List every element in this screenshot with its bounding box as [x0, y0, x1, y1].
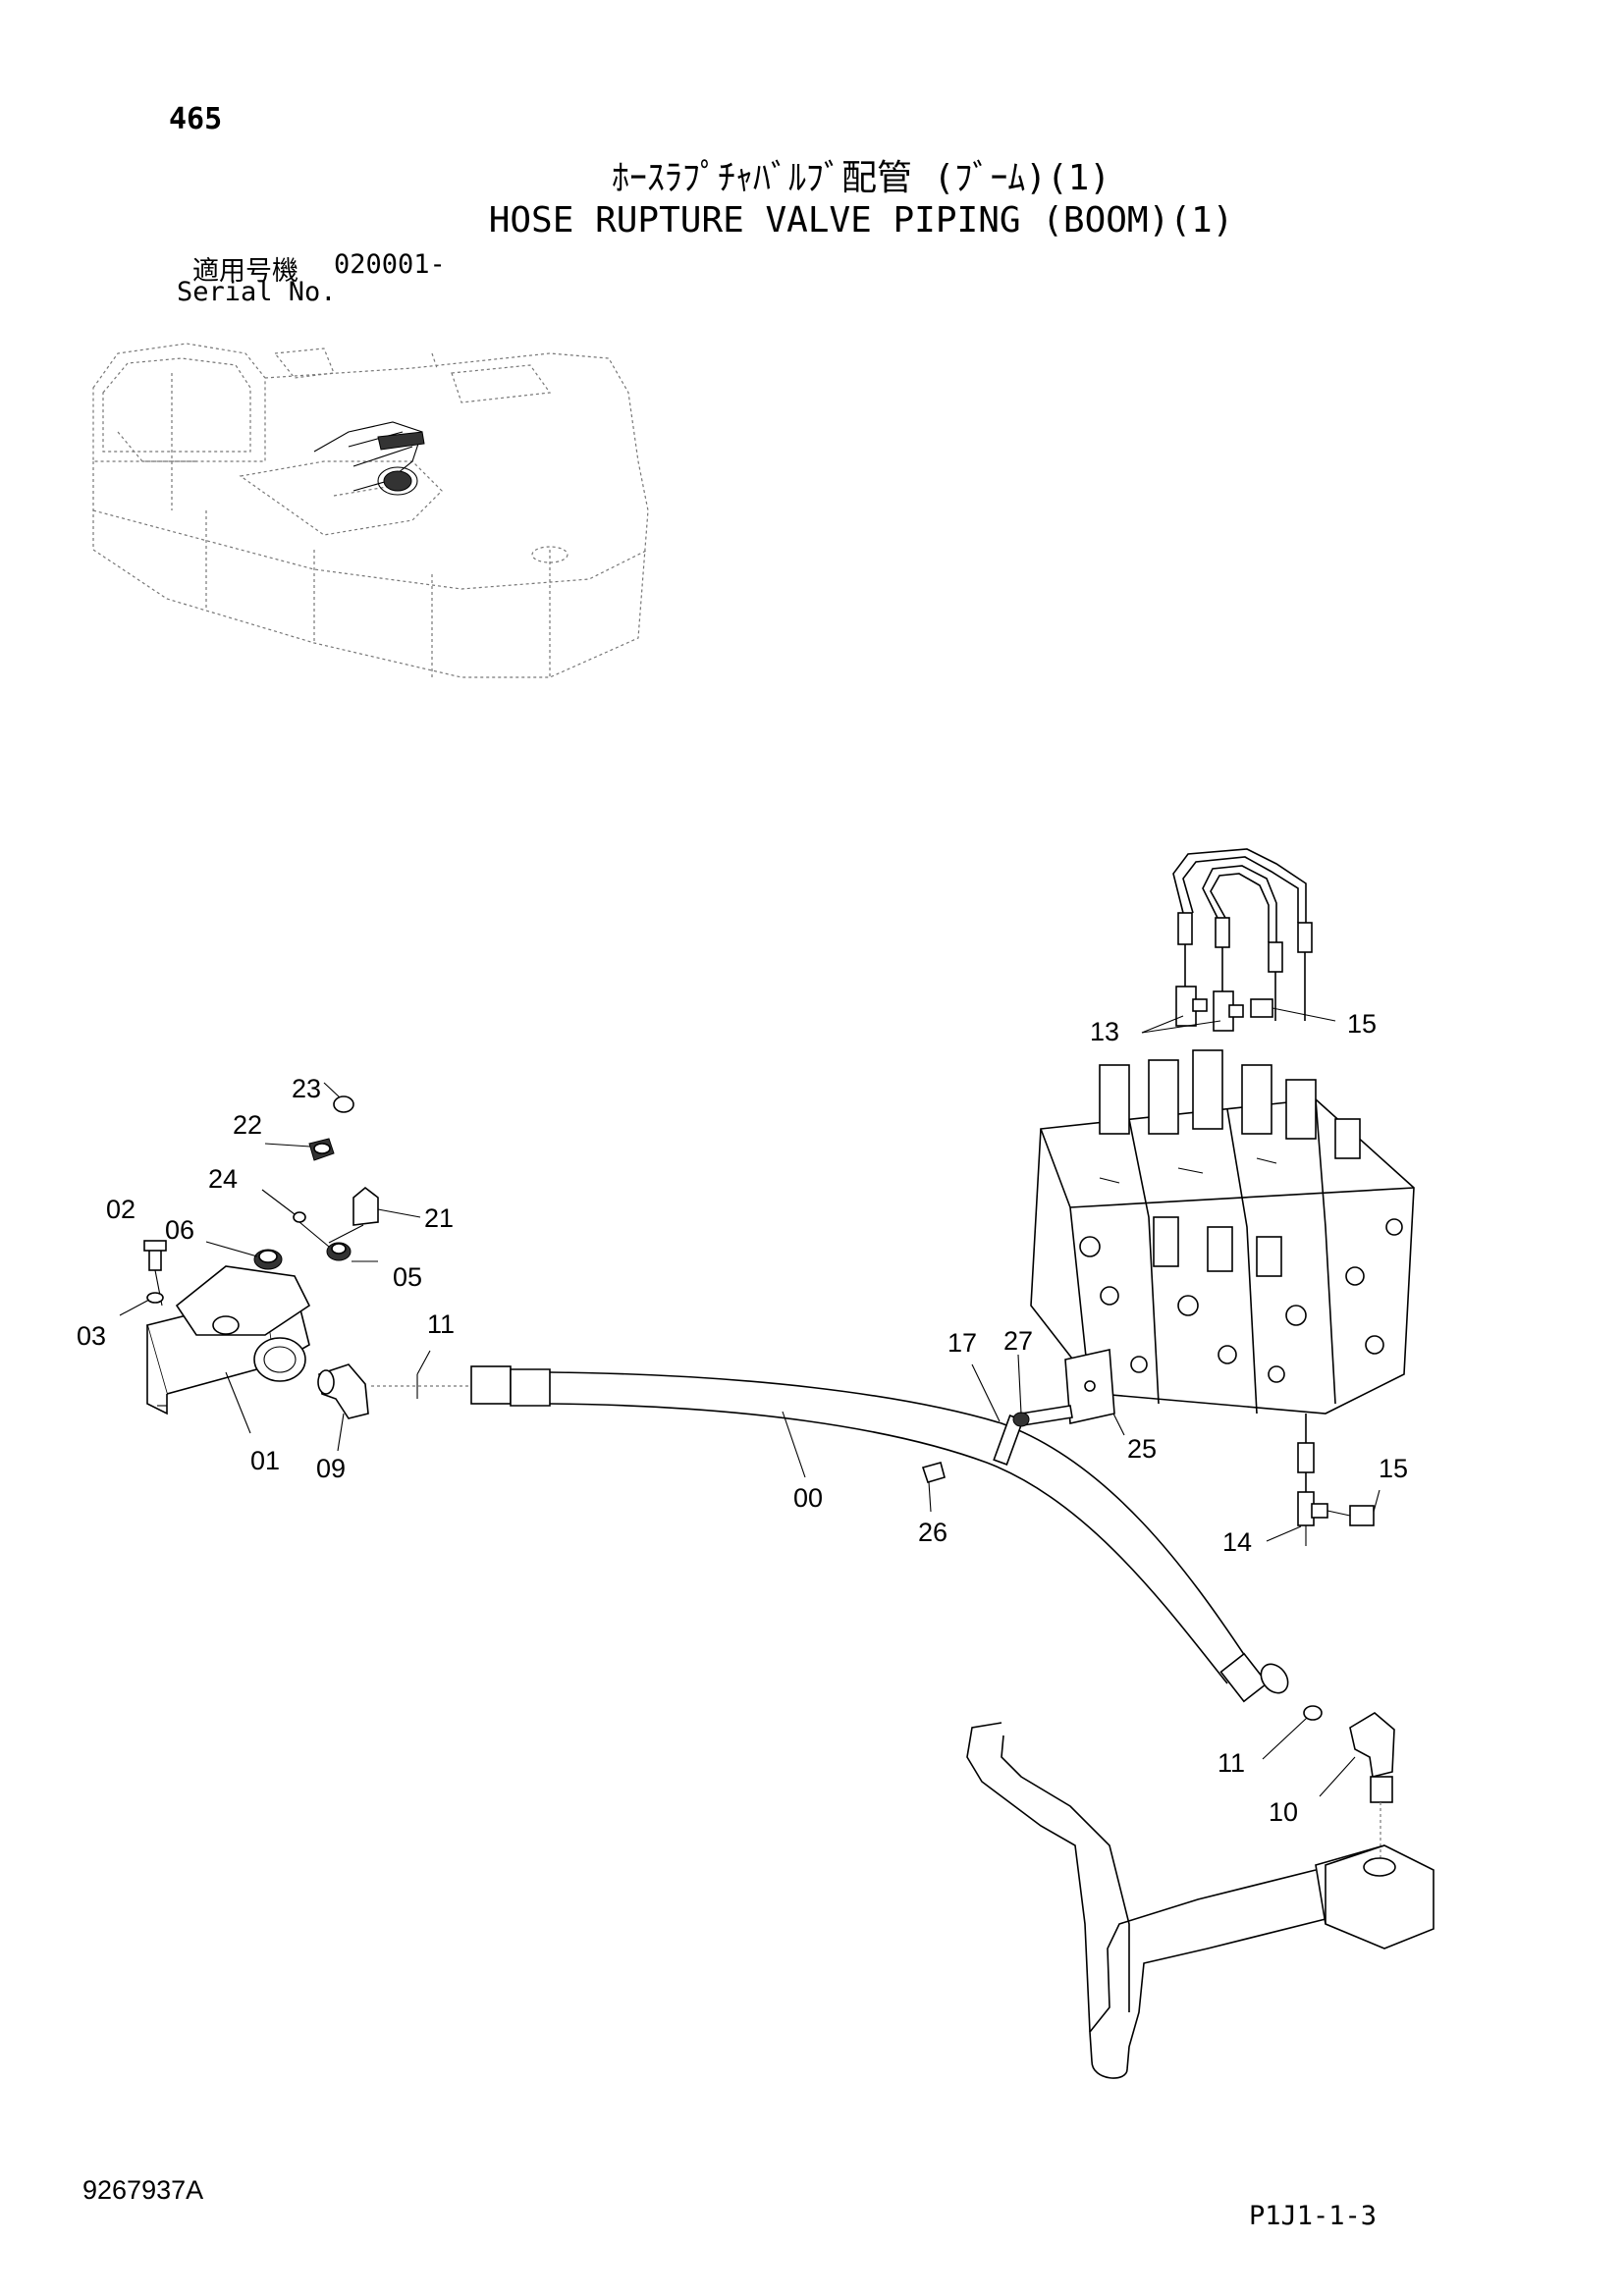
hose-and-fittings — [317, 1350, 1289, 1703]
callout-15-upper: 15 — [1347, 1009, 1377, 1039]
callout-00: 00 — [793, 1483, 823, 1513]
reference-code: P1J1-1-3 — [1249, 2201, 1378, 2231]
callout-21: 21 — [424, 1203, 454, 1233]
page-number: 465 — [169, 102, 223, 136]
callout-05: 05 — [393, 1262, 422, 1292]
callout-15-lower: 15 — [1379, 1454, 1408, 1483]
serial-label-japanese: 適用号機 — [192, 256, 298, 287]
pilot-lines — [1172, 848, 1313, 1021]
callout-13: 13 — [1090, 1017, 1119, 1046]
callout-01: 01 — [250, 1446, 280, 1475]
control-valve-assembly — [1030, 1049, 1415, 1415]
callout-labels: 00 01 02 03 05 06 09 10 11 11 13 14 15 1… — [77, 1009, 1408, 1827]
callout-10: 10 — [1269, 1797, 1298, 1827]
boom-side-fittings — [966, 1705, 1435, 2079]
callout-23: 23 — [292, 1074, 321, 1103]
callout-03: 03 — [77, 1321, 106, 1351]
clamp-and-plate-group — [921, 1349, 1125, 1513]
part-13-tee-fittings — [1141, 986, 1244, 1034]
callout-24: 24 — [208, 1164, 238, 1194]
callout-02: 02 — [106, 1195, 135, 1224]
excavator-overview-illustration — [92, 343, 649, 678]
callout-25: 25 — [1127, 1434, 1157, 1464]
callout-17: 17 — [947, 1328, 977, 1358]
small-parts-group — [119, 1082, 421, 1434]
callout-06: 06 — [165, 1215, 194, 1245]
callout-09: 09 — [316, 1454, 346, 1483]
title-english: HOSE RUPTURE VALVE PIPING (BOOM)(1) — [488, 200, 1234, 240]
callout-26: 26 — [918, 1518, 947, 1547]
serial-label-english: Serial No. — [177, 277, 337, 307]
callout-22: 22 — [233, 1110, 262, 1140]
title-japanese: ﾎｰｽﾗﾌﾟﾁｬﾊﾞﾙﾌﾞ配管 (ﾌﾞｰﾑ)(1) — [611, 158, 1111, 198]
document-id: 9267937A — [82, 2175, 204, 2205]
part-15-plug-upper — [1250, 998, 1336, 1022]
callout-27: 27 — [1003, 1326, 1033, 1356]
hose-rupture-valve-assembly — [146, 1265, 311, 1415]
callout-14: 14 — [1222, 1527, 1252, 1557]
serial-number-value: 020001- — [334, 249, 446, 280]
callout-11-lower: 11 — [1218, 1748, 1245, 1778]
callout-11-upper: 11 — [427, 1309, 455, 1339]
lower-fittings — [1266, 1414, 1380, 1546]
